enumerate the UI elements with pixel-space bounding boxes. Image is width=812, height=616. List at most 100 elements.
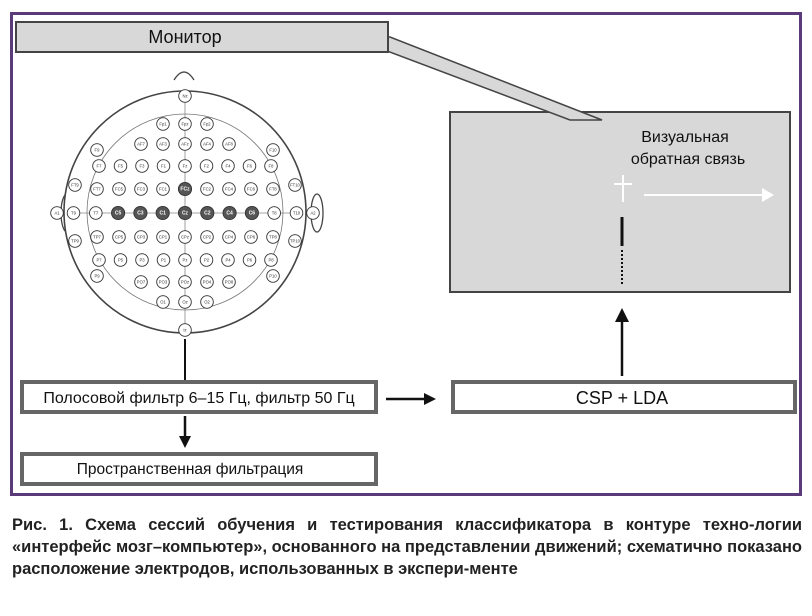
electrode-fp2: Fp2 — [200, 117, 214, 131]
electrode-c6: C6 — [244, 205, 259, 221]
electrode-ft9: FT9 — [68, 178, 82, 192]
filter-to-classifier-arrowhead — [424, 393, 436, 405]
svg-text:Fpz: Fpz — [182, 122, 189, 127]
svg-text:FC1: FC1 — [159, 187, 168, 192]
svg-text:Oz: Oz — [182, 300, 187, 305]
svg-text:C1: C1 — [159, 211, 166, 217]
electrode-po8: PO8 — [222, 275, 236, 289]
electrode-c5: C5 — [111, 205, 126, 221]
svg-text:CP3: CP3 — [137, 235, 146, 240]
head-nose — [173, 71, 195, 81]
svg-text:Cz: Cz — [182, 211, 189, 217]
electrode-f7: F7 — [92, 159, 106, 173]
svg-text:P7: P7 — [96, 258, 102, 263]
svg-text:Iz: Iz — [183, 328, 186, 333]
csp-lda-box — [451, 380, 797, 414]
electrode-f1: F1 — [156, 159, 171, 173]
svg-text:CPz: CPz — [181, 235, 189, 240]
electrode-pz: Pz — [178, 253, 192, 267]
svg-text:FT7: FT7 — [93, 187, 101, 192]
svg-text:AF3: AF3 — [159, 142, 167, 147]
electrode-fpz: Fpz — [178, 117, 192, 131]
electrode-af4: AF4 — [200, 137, 214, 151]
svg-text:P6: P6 — [247, 258, 253, 263]
electrode-o2: O2 — [200, 295, 214, 309]
electrode-p9: P9 — [90, 269, 104, 283]
electrode-f4: F4 — [221, 159, 235, 173]
electrode-t10: T10 — [289, 206, 304, 220]
electrode-fcz: FCz — [177, 181, 193, 197]
svg-text:O2: O2 — [204, 300, 210, 305]
electrode-p5: P5 — [113, 253, 128, 267]
electrode-fc6: FC6 — [244, 182, 258, 196]
svg-text:T7: T7 — [93, 211, 99, 216]
electrode-poz: POz — [178, 275, 192, 289]
svg-text:P1: P1 — [161, 258, 167, 263]
electrode-ft7: FT7 — [90, 182, 104, 196]
electrode-p6: P6 — [242, 253, 257, 267]
electrode-ft10: FT10 — [288, 178, 302, 192]
electrode-c1: C1 — [155, 205, 170, 221]
svg-text:P8: P8 — [268, 258, 274, 263]
svg-text:POz: POz — [181, 280, 189, 285]
electrode-cp6: CP6 — [244, 230, 258, 244]
electrode-p10: P10 — [266, 269, 280, 283]
bandpass-filter-box — [20, 380, 378, 414]
svg-text:PO3: PO3 — [159, 280, 168, 285]
svg-text:Fz: Fz — [183, 164, 188, 169]
electrode-fc3: FC3 — [134, 182, 148, 196]
svg-text:TP10: TP10 — [290, 239, 301, 244]
electrode-p4: P4 — [221, 253, 235, 267]
classifier-to-monitor-arrowhead — [615, 308, 629, 322]
svg-text:TP7: TP7 — [93, 235, 101, 240]
svg-text:PO7: PO7 — [137, 280, 146, 285]
electrode-p1: P1 — [156, 253, 171, 267]
filter-to-spatial-arrowhead — [179, 436, 191, 448]
electrode-po7: PO7 — [134, 275, 148, 289]
spatial-filter-label: Пространственная фильтрация — [77, 461, 304, 478]
svg-text:C3: C3 — [137, 211, 144, 217]
electrode-af3: AF3 — [156, 137, 170, 151]
svg-text:C6: C6 — [249, 211, 256, 217]
svg-text:F10: F10 — [269, 148, 277, 153]
electrode-cp2: CP2 — [200, 230, 214, 244]
electrode-a1: A1 — [50, 206, 64, 220]
svg-text:Fp2: Fp2 — [203, 122, 211, 127]
svg-text:F9: F9 — [95, 148, 101, 153]
electrode-tp7: TP7 — [90, 230, 104, 244]
svg-text:P5: P5 — [118, 258, 124, 263]
svg-text:CP1: CP1 — [159, 235, 168, 240]
feedback-cursor-cross — [614, 175, 632, 202]
electrode-t7: T7 — [89, 206, 103, 220]
svg-text:Pz: Pz — [183, 258, 188, 263]
feedback-label-line2: обратная связь — [631, 151, 745, 168]
electrode-f10: F10 — [266, 143, 280, 157]
svg-text:F6: F6 — [247, 164, 253, 169]
electrode-c3: C3 — [133, 205, 148, 221]
electrode-t9: T9 — [66, 206, 81, 220]
svg-text:F8: F8 — [269, 164, 275, 169]
monitor-label-box — [15, 21, 389, 53]
svg-text:F7: F7 — [97, 164, 103, 169]
svg-text:C2: C2 — [204, 211, 211, 217]
electrode-p2: P2 — [199, 253, 214, 267]
electrode-f8: F8 — [264, 159, 278, 173]
svg-text:AF4: AF4 — [203, 142, 211, 147]
csp-lda-label: CSP + LDA — [576, 388, 668, 408]
electrode-fp1: Fp1 — [156, 117, 170, 131]
electrode-tp10: TP10 — [288, 234, 302, 248]
svg-text:Fp1: Fp1 — [159, 122, 167, 127]
electrode-t8: T8 — [267, 206, 281, 220]
svg-text:CP6: CP6 — [247, 235, 256, 240]
electrode-cz: Cz — [177, 205, 193, 221]
electrode-fc5: FC5 — [112, 182, 126, 196]
electrode-c4: C4 — [222, 205, 237, 221]
monitor-screen — [449, 111, 791, 293]
svg-text:P9: P9 — [94, 274, 100, 279]
electrode-f2: F2 — [199, 159, 214, 173]
electrode-fc1: FC1 — [156, 182, 170, 196]
svg-text:Nz: Nz — [182, 94, 187, 99]
svg-text:F2: F2 — [204, 164, 210, 169]
svg-text:T8: T8 — [272, 211, 278, 216]
